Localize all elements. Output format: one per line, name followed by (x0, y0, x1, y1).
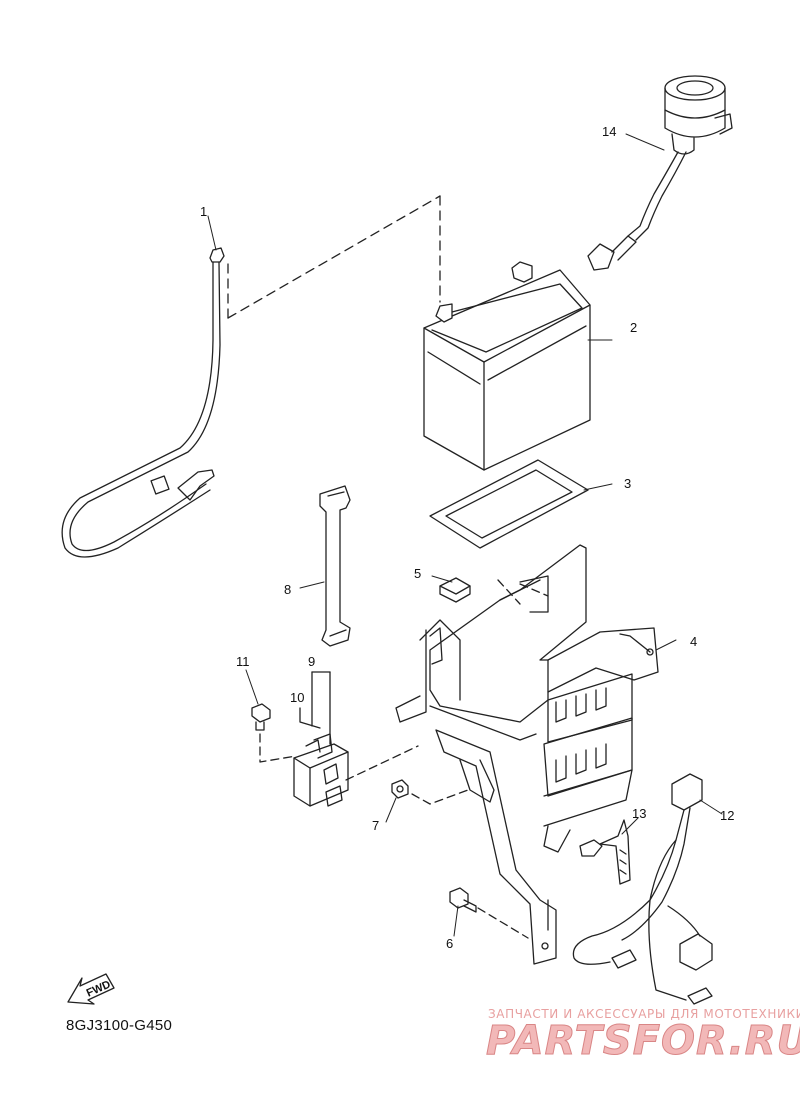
part-7-nut (391, 779, 409, 799)
callout-7: 7 (372, 818, 379, 833)
callout-3: 3 (624, 476, 631, 491)
callout-10: 10 (290, 690, 304, 705)
leader-lines (207, 133, 723, 937)
callout-12: 12 (720, 808, 734, 823)
callout-5: 5 (414, 566, 421, 581)
guide-lines-relay (259, 733, 419, 781)
callout-9: 9 (308, 654, 315, 669)
part-1-wire-lead (61, 247, 225, 558)
part-11-bolt (251, 703, 271, 731)
part-12-sub-harness (572, 773, 713, 1005)
guide-lines-nut (411, 789, 469, 805)
part-6-bolt (449, 887, 477, 913)
part-13-cable-band (579, 819, 631, 885)
part-5-cushion (439, 577, 471, 603)
watermark-logo: PARTSFOR.RU (485, 1018, 800, 1065)
callout-8: 8 (284, 582, 291, 597)
callout-numbers: 1 2 3 4 5 6 7 8 9 10 11 12 13 14 FWD (85, 124, 735, 1000)
part-2-battery (423, 261, 591, 471)
callout-13: 13 (632, 806, 646, 821)
callout-1: 1 (200, 204, 207, 219)
guide-lines-box (497, 579, 549, 605)
part-3-battery-pad (429, 459, 589, 549)
fwd-arrow-icon (67, 973, 115, 1005)
guide-lines-battery (227, 195, 441, 319)
callout-2: 2 (630, 320, 637, 335)
guide-lines-bolt (477, 907, 529, 939)
part-9-starter-relay (293, 733, 349, 807)
callout-11: 11 (236, 654, 250, 669)
part-14-power-socket (587, 75, 733, 271)
callout-4: 4 (690, 634, 697, 649)
callout-6: 6 (446, 936, 453, 951)
part-4-battery-box (395, 544, 659, 965)
drawing-code: 8GJ3100-G450 (66, 1017, 173, 1034)
part-8-battery-strap (319, 485, 351, 647)
relay-leader-lines (299, 671, 331, 745)
watermark-caption: ЗАПЧАСТИ И АКСЕССУАРЫ ДЛЯ МОТОТЕХНИКИ (488, 1007, 800, 1021)
callout-14: 14 (602, 124, 616, 139)
